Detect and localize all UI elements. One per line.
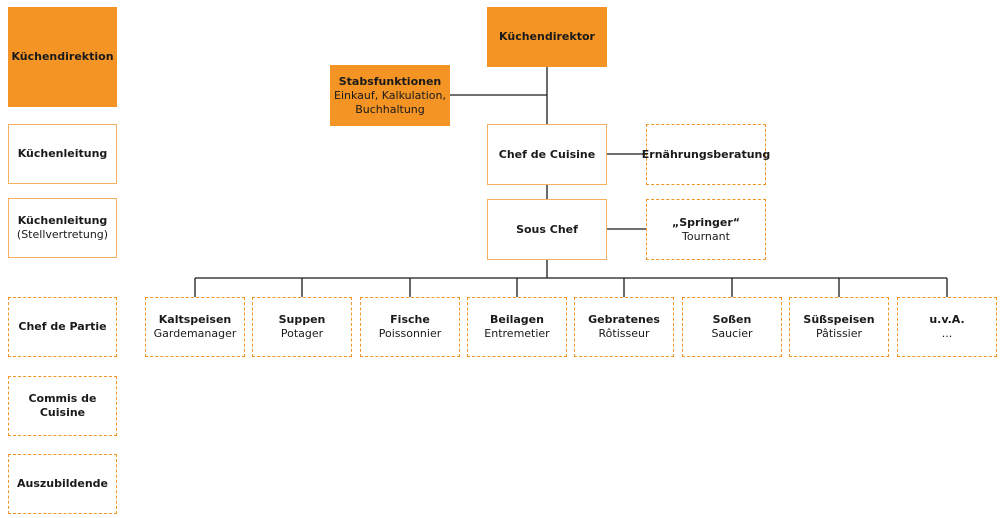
node-ernaehrungsberatung: Ernährungsberatung	[642, 124, 770, 185]
station-title: Soßen	[712, 313, 752, 326]
node-springer-sub: Tournant	[682, 229, 730, 243]
level-stellvertretung-title: Küchenleitung	[17, 214, 108, 227]
station-sub: ...	[941, 327, 953, 340]
station-sub: Gardemanager	[153, 327, 237, 340]
level-kuechenleitung-label: Küchenleitung	[17, 147, 108, 160]
level-commis-line1: Commis de	[28, 392, 97, 405]
level-kuechendirektion-label: Küchendirektion	[11, 50, 114, 63]
station-sub: Rôtisseur	[598, 327, 650, 340]
node-springer: „Springer“ Tournant	[646, 199, 766, 260]
level-commis: Commis de Cuisine	[8, 376, 117, 436]
node-stab-title: Stabsfunktionen	[338, 74, 442, 88]
station-title: Süßspeisen	[803, 313, 875, 326]
node-sous-chef-label: Sous Chef	[516, 222, 578, 236]
node-stab-line1: Einkauf, Kalkulation,	[334, 88, 446, 102]
station-beilagen: Beilagen Entremetier	[467, 297, 567, 357]
station-sub: Entremetier	[484, 327, 550, 340]
node-ernaehrungsberatung-label: Ernährungsberatung	[641, 147, 771, 161]
level-stellvertretung: Küchenleitung (Stellvertretung)	[8, 198, 117, 258]
station-title: Suppen	[278, 313, 326, 326]
station-title: Kaltspeisen	[158, 313, 232, 326]
node-chef-de-cuisine: Chef de Cuisine	[487, 124, 607, 185]
node-stabsfunktionen: Stabsfunktionen Einkauf, Kalkulation, Bu…	[330, 65, 450, 126]
station-title: Gebratenes	[588, 313, 660, 326]
node-springer-title: „Springer“	[671, 215, 741, 229]
level-stellvertretung-sub: (Stellvertretung)	[16, 228, 109, 241]
station-title: Beilagen	[490, 313, 544, 326]
station-fische: Fische Poissonnier	[360, 297, 460, 357]
node-chef-de-cuisine-label: Chef de Cuisine	[498, 147, 596, 161]
level-chef-de-partie: Chef de Partie	[8, 297, 117, 357]
station-uva: u.v.A. ...	[897, 297, 997, 357]
station-sub: Potager	[280, 327, 324, 340]
level-chef-de-partie-label: Chef de Partie	[18, 320, 107, 333]
station-sub: Pâtissier	[815, 327, 863, 340]
node-kuechendirektor-label: Küchendirektor	[499, 30, 595, 43]
level-auszubildende-label: Auszubildende	[16, 477, 109, 490]
level-auszubildende: Auszubildende	[8, 454, 117, 514]
station-kaltspeisen: Kaltspeisen Gardemanager	[145, 297, 245, 357]
station-gebratenes: Gebratenes Rôtisseur	[574, 297, 674, 357]
station-title: Fische	[390, 313, 430, 326]
node-kuechendirektor: Küchendirektor	[487, 7, 607, 67]
station-title: u.v.A.	[929, 313, 965, 326]
node-sous-chef: Sous Chef	[487, 199, 607, 260]
level-commis-line2: Cuisine	[39, 406, 86, 419]
station-suppen: Suppen Potager	[252, 297, 352, 357]
station-sub: Poissonnier	[378, 327, 442, 340]
station-suessspeisen: Süßspeisen Pâtissier	[789, 297, 889, 357]
level-kuechendirektion: Küchendirektion	[8, 7, 117, 107]
station-sossen: Soßen Saucier	[682, 297, 782, 357]
node-stab-line2: Buchhaltung	[355, 102, 425, 116]
level-kuechenleitung: Küchenleitung	[8, 124, 117, 184]
station-sub: Saucier	[711, 327, 753, 340]
